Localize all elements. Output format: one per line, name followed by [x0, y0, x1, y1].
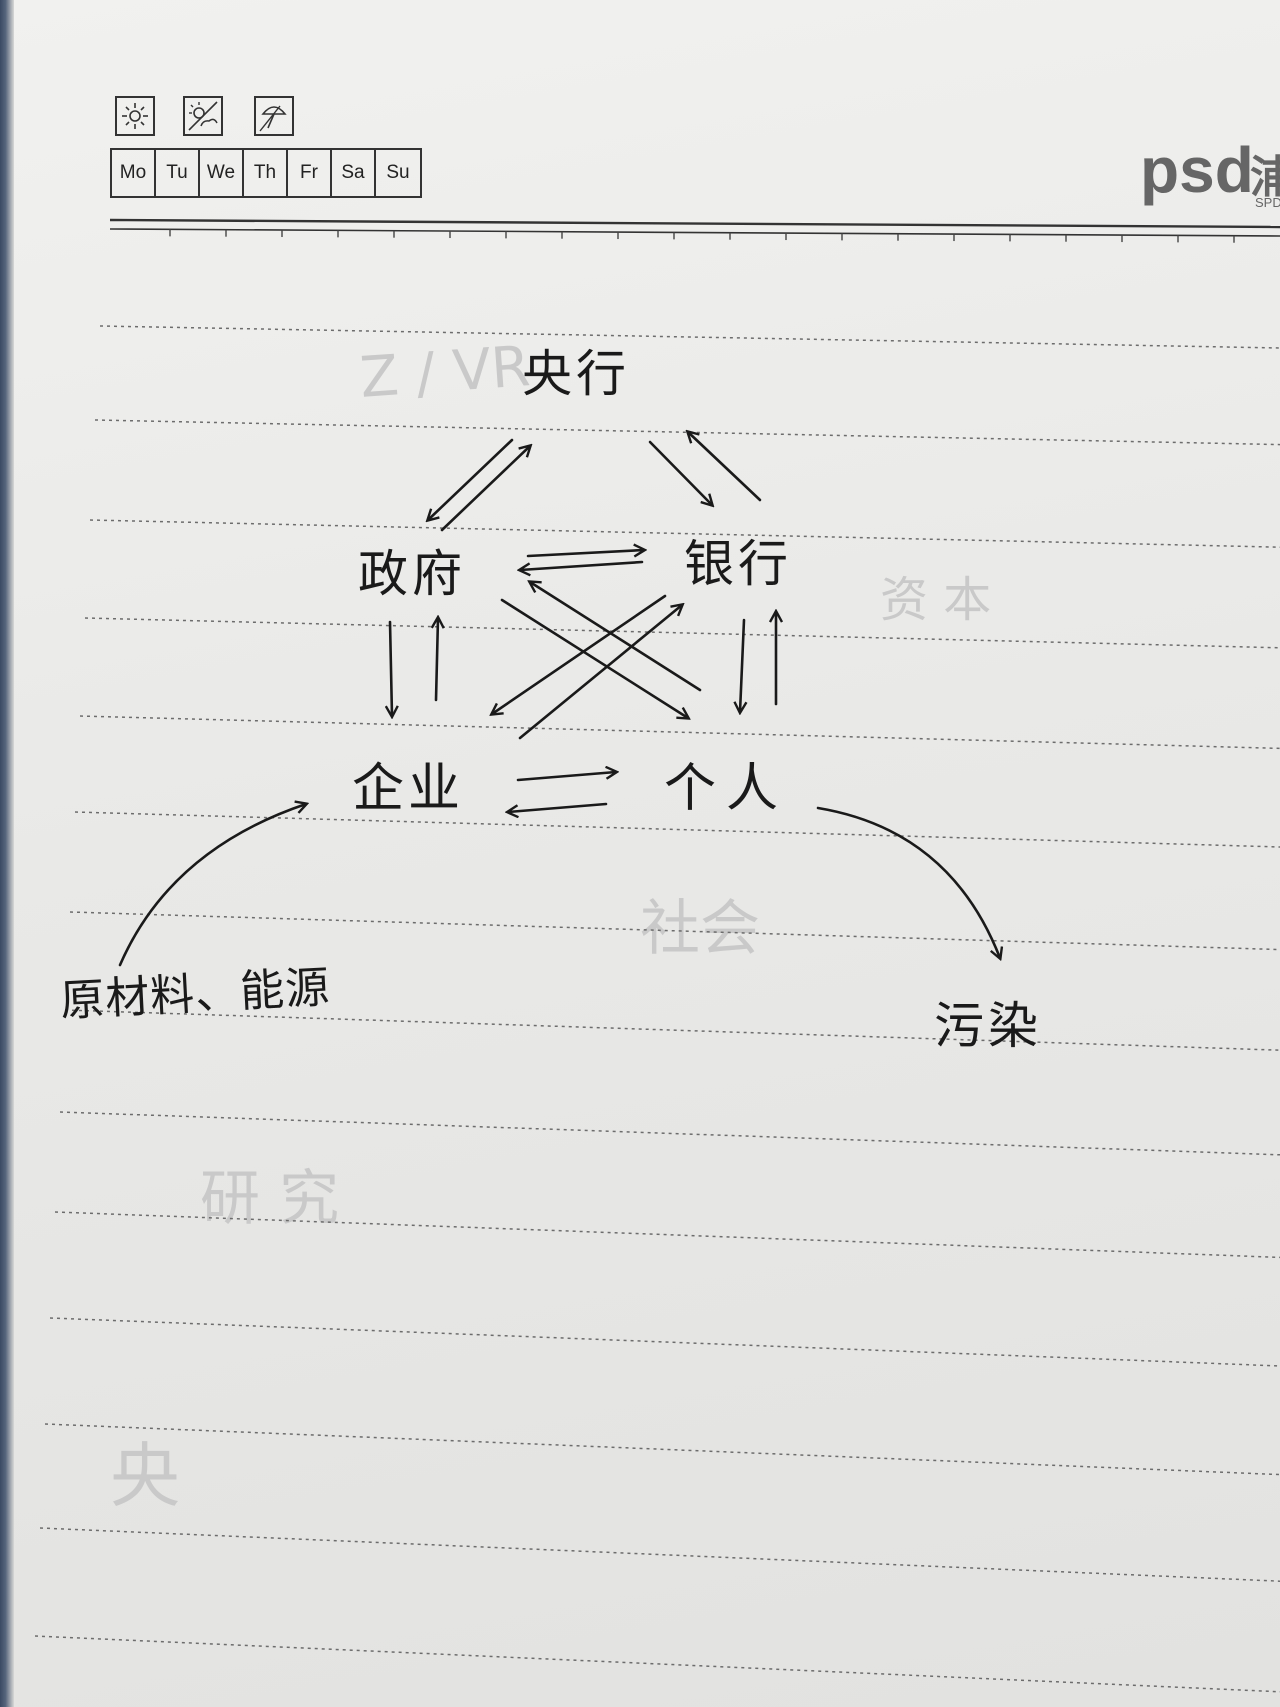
ruled-line	[69, 911, 1280, 951]
arrow-bank-to-government	[520, 560, 644, 570]
arrow-government-to-bank	[526, 550, 644, 556]
ruled-line	[54, 1211, 1280, 1259]
arrow-bank-to-enterprise	[492, 594, 667, 714]
ruled-line	[59, 1111, 1280, 1156]
weekday-wednesday: We	[200, 150, 244, 196]
arrow-individual-to-pollution	[816, 806, 1000, 958]
ruled-line	[49, 1317, 1280, 1367]
arrow-bank-to-individual	[740, 618, 744, 712]
arrow-government-to-central-bank	[440, 446, 530, 532]
ruled-line	[79, 715, 1280, 750]
weekday-monday: Mo	[112, 150, 156, 196]
arrow-individual-to-enterprise	[508, 802, 608, 812]
arrow-government-to-enterprise	[390, 620, 392, 716]
ruled-line	[94, 419, 1280, 446]
node-pollution: 污染	[934, 997, 1042, 1055]
arrow-government-to-individual	[500, 598, 688, 718]
show-through-text: 社会	[640, 894, 760, 964]
flow-arrows	[118, 432, 1000, 967]
brand-subtitle: SPD	[1255, 195, 1280, 210]
node-individual: 个人	[664, 759, 789, 819]
ruled-line	[89, 519, 1280, 548]
weekday-tuesday: Tu	[156, 150, 200, 196]
weekday-sunday: Su	[386, 162, 410, 183]
svg-text:psd: psd	[1140, 140, 1254, 206]
umbrella-icon	[259, 105, 287, 132]
brand-logo: psd 浦	[1140, 140, 1280, 206]
node-central-bank: 央行	[522, 345, 630, 403]
ruled-line	[44, 1423, 1280, 1476]
ruled-line	[74, 811, 1280, 848]
weekday-saturday: Sa	[332, 150, 376, 196]
sun-icon	[122, 103, 148, 129]
weekday-friday: Fr	[288, 150, 332, 196]
ruled-lines	[34, 325, 1280, 1693]
arrow-bank-to-central-bank	[688, 432, 762, 502]
arrow-enterprise-to-government	[436, 618, 438, 702]
arrow-central-bank-to-bank	[648, 440, 712, 505]
show-through-text: 资 本	[880, 572, 992, 628]
notebook-cover-edge	[0, 0, 14, 1707]
arrow-enterprise-to-bank	[518, 605, 682, 740]
arrow-central-bank-to-government	[428, 438, 514, 520]
arrow-individual-to-government	[530, 582, 702, 692]
node-bank: 银行	[684, 535, 792, 593]
arrow-enterprise-to-individual	[516, 772, 616, 782]
weather-umbrella-box	[254, 96, 294, 136]
ruled-line	[99, 325, 1280, 349]
ruled-line	[34, 1635, 1280, 1693]
svg-text:浦: 浦	[1250, 152, 1280, 203]
arrow-raw-materials-to-enterprise	[118, 804, 306, 967]
weekday-selector: Mo Tu We Th Fr Sa Su	[110, 148, 422, 198]
node-government: 政府	[358, 545, 466, 603]
ruled-line	[39, 1527, 1280, 1582]
node-enterprise: 企业	[352, 759, 465, 819]
show-through-text: 央	[110, 1435, 180, 1517]
ruled-line	[84, 617, 1280, 649]
weekday-thursday: Th	[244, 150, 288, 196]
weather-sun-box	[115, 96, 155, 136]
weather-cloud-box	[183, 96, 223, 136]
partly-cloudy-icon	[188, 101, 218, 131]
header-rule	[109, 218, 1280, 243]
